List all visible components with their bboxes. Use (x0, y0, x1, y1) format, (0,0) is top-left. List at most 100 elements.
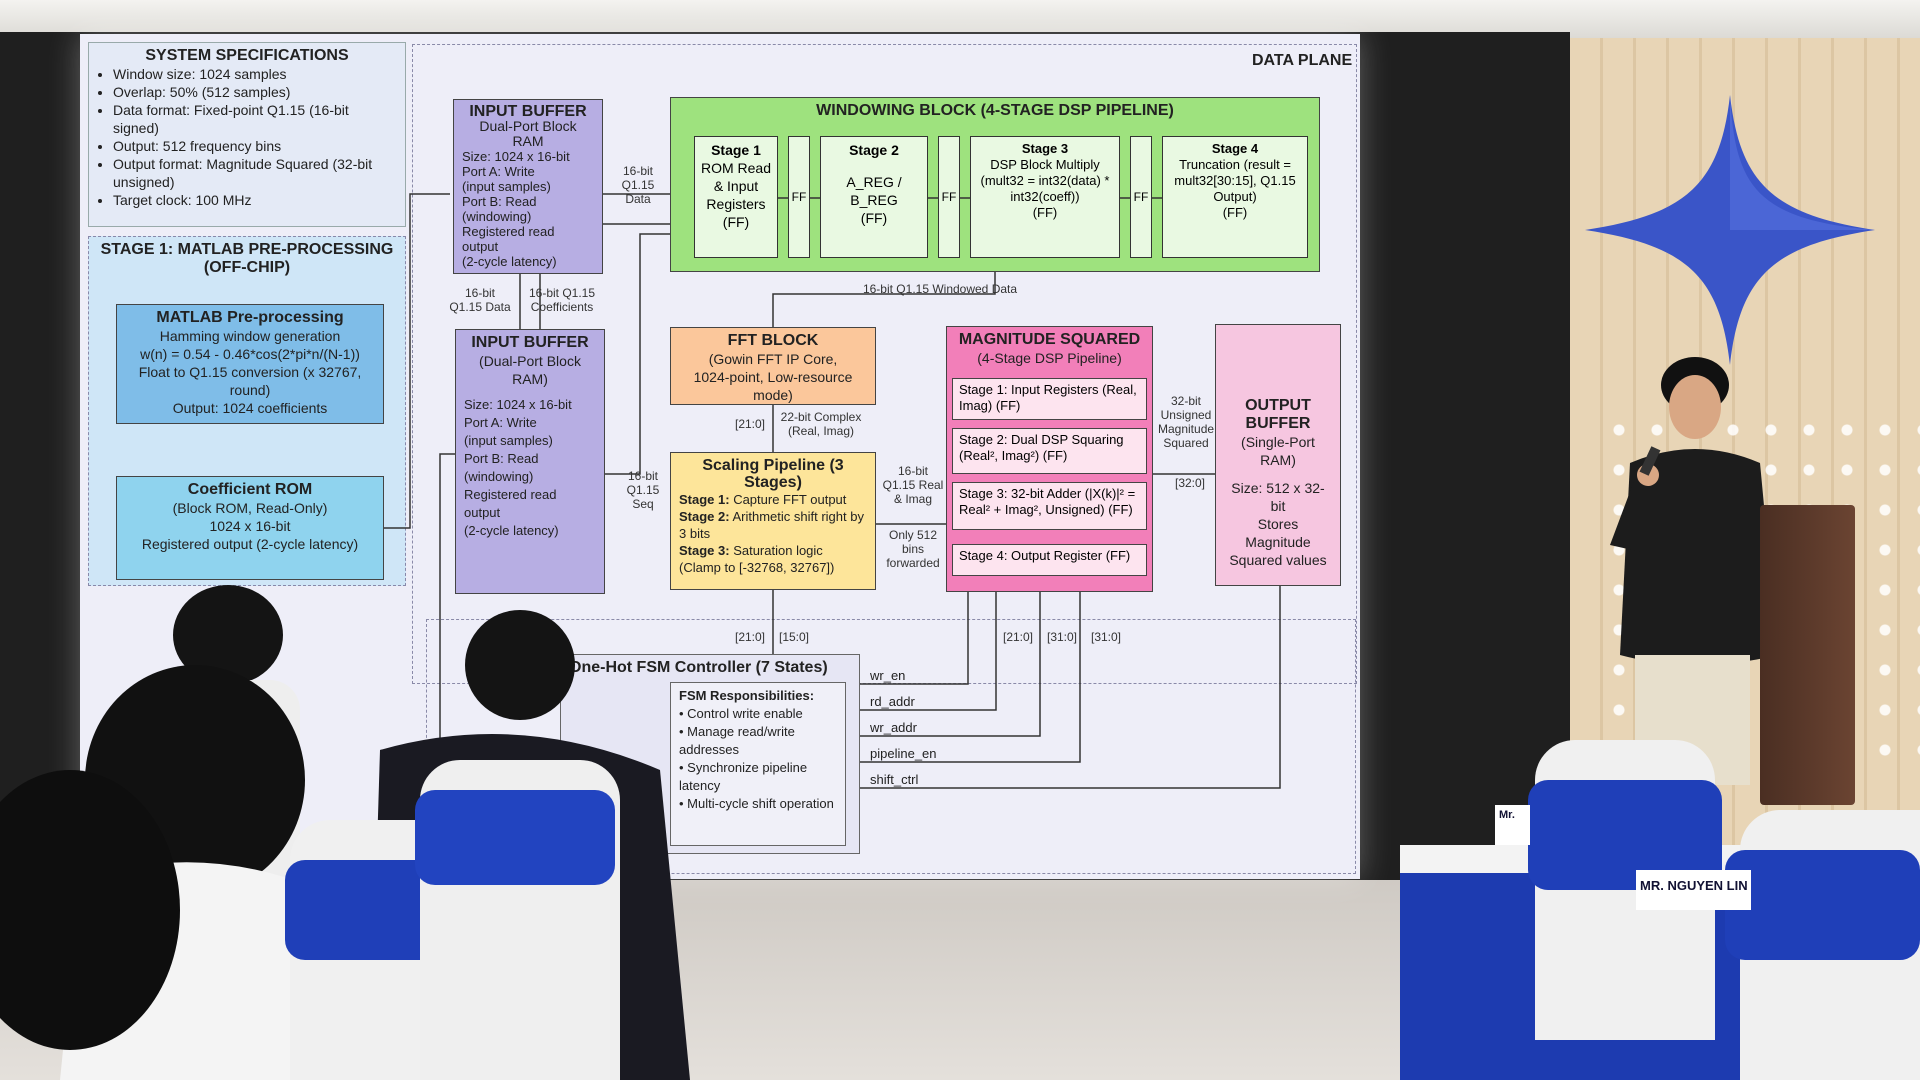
connection-wires (384, 193, 1281, 814)
wire-label: 16-bit Q1.15 Real & Imag (882, 464, 944, 506)
coef-rom-line: (Block ROM, Read-Only) (172, 500, 328, 516)
name-placard: Mr. (1495, 805, 1530, 845)
fsm-resp-item: • Multi-cycle shift operation (679, 796, 834, 811)
stage-ff: (FF) (1032, 205, 1058, 220)
stage-body: DSP Block Multiply (mult32 = int32(data)… (980, 157, 1110, 204)
system-specifications-title: SYSTEM SPECIFICATIONS (145, 47, 349, 64)
fsm-resp-item: • Manage read/write addresses (679, 724, 795, 757)
ib-line: Port B: Read (464, 451, 539, 466)
scaling-title: Scaling Pipeline (3 Stages) (702, 457, 844, 491)
magnitude-stage-row: Stage 4: Output Register (FF) (952, 544, 1147, 576)
wire (439, 453, 455, 814)
ib-line: Size: 1024 x 16-bit (462, 149, 570, 164)
output-buffer-line: Stores Magnitude (1245, 516, 1311, 550)
ib-line: (input samples) (464, 433, 553, 448)
ib-line: Registered read output (464, 487, 557, 520)
matlab-line: Output: 1024 coefficients (172, 400, 328, 416)
stage-ff: (FF) (860, 210, 888, 226)
wire (860, 586, 1281, 789)
wire-label: [21:0] (1002, 630, 1034, 644)
spec-item: Data format: Fixed-point Q1.15 (16-bit s… (113, 101, 397, 137)
magnitude-title: MAGNITUDE SQUARED (958, 331, 1141, 348)
podium (1760, 505, 1855, 805)
wire (605, 233, 670, 475)
scaling-stage-text: Capture FFT output (729, 492, 847, 507)
wire-label: 16-bit Q1.15 Seq (626, 469, 660, 511)
scaling-stage-label: Stage 3: (679, 543, 730, 558)
ff-register: FF (788, 136, 810, 258)
stage1-subtitle: (OFF-CHIP) (203, 259, 291, 276)
output-buffer-box: OUTPUT BUFFER (Single-Port RAM) Size: 51… (1215, 324, 1341, 586)
spec-item: Target clock: 100 MHz (113, 191, 397, 209)
ib-line: (input samples) (462, 179, 551, 194)
ff-register: FF (1130, 136, 1152, 258)
ib-line: (windowing) (462, 209, 532, 224)
coef-rom-line: 1024 x 16-bit (209, 518, 291, 534)
magnitude-stage-row: Stage 2: Dual DSP Squaring (Real², Imag²… (952, 428, 1147, 474)
input-buffer-top-box: INPUT BUFFER Dual-Port Block RAM Size: 1… (453, 99, 603, 274)
fsm-resp-text: Manage read/write addresses (679, 724, 795, 757)
wire-label: 22-bit Complex (Real, Imag) (780, 410, 862, 438)
signal-label: rd_addr (870, 694, 915, 709)
fsm-resp-item: • Control write enable (679, 706, 803, 721)
ib-line: Port A: Write (464, 415, 537, 430)
fft-line: 1024-point, Low-resource mode) (693, 369, 853, 403)
signal-label: wr_en (870, 668, 906, 683)
scaling-stage-text: Saturation logic (Clamp to [-32768, 3276… (679, 543, 835, 575)
wire (860, 592, 997, 711)
input-buffer-title: INPUT BUFFER (469, 103, 587, 120)
wire-label: Only 512 bins forwarded (886, 528, 940, 570)
scaling-stage-label: Stage 1: (679, 492, 730, 507)
input-buffer-bottom-box: INPUT BUFFER (Dual-Port Block RAM) Size:… (455, 329, 605, 594)
wire-label: [21:0] (734, 630, 766, 644)
matlab-line: Hamming window generation (159, 328, 341, 344)
ib-line: Port A: Write (462, 164, 535, 179)
spec-item: Output format: Magnitude Squared (32-bit… (113, 155, 397, 191)
stage-ff: (FF) (722, 214, 750, 230)
output-buffer-sub: (Single-Port RAM) (1241, 434, 1315, 468)
wire (772, 272, 996, 327)
fsm-resp-item: • Synchronize pipeline latency (679, 760, 808, 793)
windowing-stage-1: Stage 1 ROM Read & Input Registers (FF) (694, 136, 778, 258)
fft-line: (Gowin FFT IP Core, (708, 351, 838, 367)
signal-label: wr_addr (870, 720, 917, 735)
scaling-line: Stage 3: Saturation logic (Clamp to [-32… (679, 542, 867, 576)
chair-ribbon (415, 790, 615, 885)
matlab-line: Float to Q1.15 conversion (x 32767, roun… (138, 364, 362, 398)
ff-register: FF (938, 136, 960, 258)
coef-rom-line: Registered output (2-cycle latency) (141, 536, 359, 552)
matlab-title: MATLAB Pre-processing (156, 309, 344, 326)
wire-label: 32-bit Unsigned Magnitude Squared (1158, 394, 1215, 450)
wire-label: [31:0] (1090, 630, 1122, 644)
stage-body: A_REG / B_REG (846, 174, 902, 208)
fsm-resp-text: Synchronize pipeline latency (679, 760, 808, 793)
ceiling (0, 0, 1920, 38)
fsm-resp-text: Control write enable (687, 706, 803, 721)
output-buffer-line: Size: 512 x 32-bit (1231, 480, 1325, 514)
magnitude-stage-row: Stage 3: 32-bit Adder (|X(k)|² = Real² +… (952, 482, 1147, 530)
system-specifications-box: SYSTEM SPECIFICATIONS Window size: 1024 … (88, 42, 406, 227)
wire-label: [32:0] (1174, 476, 1206, 490)
wire (860, 592, 1081, 763)
windowing-stage-3: Stage 3 DSP Block Multiply (mult32 = int… (970, 136, 1120, 258)
matlab-line: w(n) = 0.54 - 0.46*cos(2*pi*n/(N-1)) (140, 346, 360, 362)
signal-label: pipeline_en (870, 746, 937, 761)
fsm-title: One-Hot FSM Controller (7 States) (569, 659, 828, 676)
output-buffer-line: Squared values (1229, 552, 1327, 568)
spec-item: Window size: 1024 samples (113, 65, 397, 83)
scaling-pipeline-box: Scaling Pipeline (3 Stages) Stage 1: Cap… (670, 452, 876, 590)
stage-body: ROM Read & Input Registers (700, 160, 772, 212)
spec-item: Overlap: 50% (512 samples) (113, 83, 397, 101)
spec-list: Window size: 1024 samples Overlap: 50% (… (113, 65, 397, 209)
stage-title: Stage 1 (711, 142, 761, 158)
stage1-title: STAGE 1: MATLAB PRE-PROCESSING (100, 241, 394, 258)
wire (384, 193, 450, 529)
ib-line: (windowing) (464, 469, 534, 484)
fft-title: FFT BLOCK (727, 332, 819, 349)
stage-body: Truncation (result = mult32[30:15], Q1.1… (1174, 157, 1296, 204)
coefficient-rom-box: Coefficient ROM (Block ROM, Read-Only) 1… (116, 476, 384, 580)
presenter (1610, 357, 1778, 785)
wire-label: [15:0] (778, 630, 810, 644)
coef-rom-title: Coefficient ROM (187, 481, 313, 498)
wire-label: [31:0] (1046, 630, 1078, 644)
